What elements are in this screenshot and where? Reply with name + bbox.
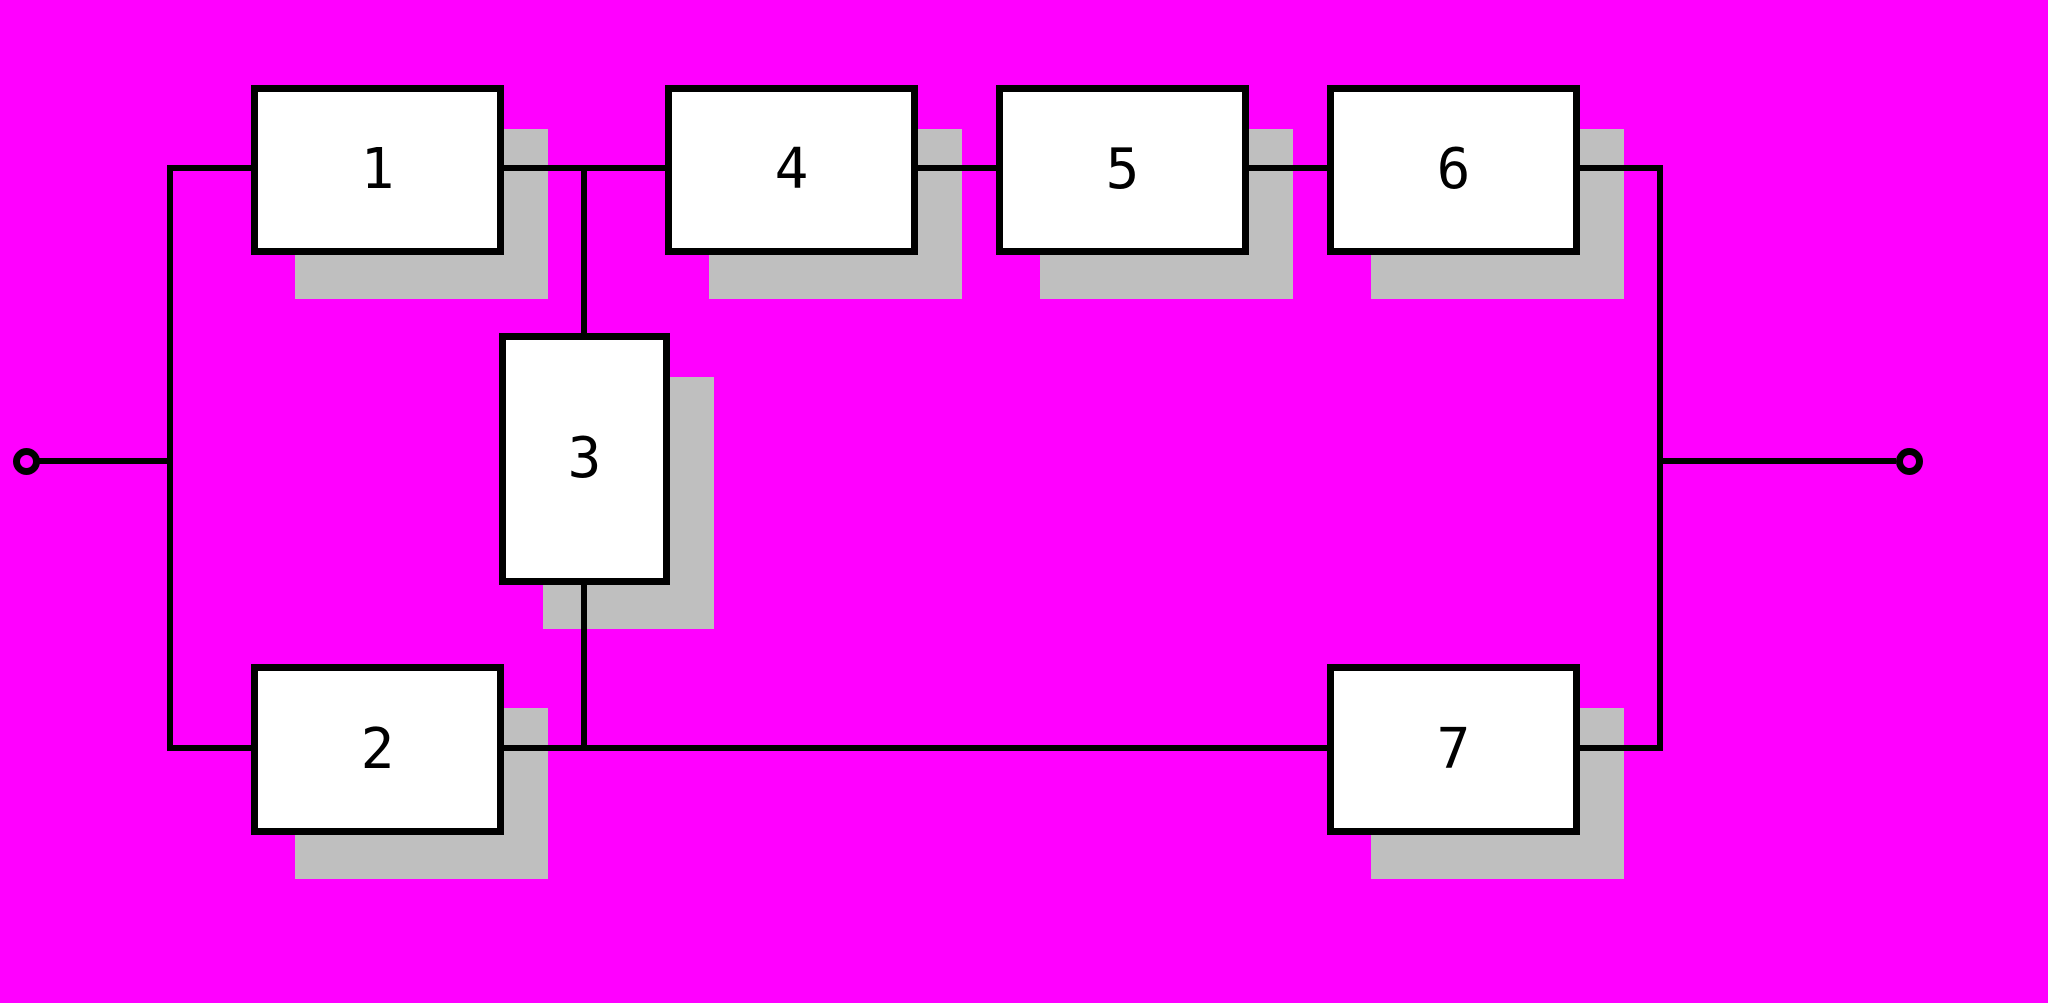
- block-3: 3: [499, 333, 670, 585]
- wire-block-5-to-block-6: [1248, 165, 1327, 171]
- wire-split-to-block-3-top: [581, 165, 587, 333]
- block-3-label: 3: [567, 426, 602, 491]
- block-6-label: 6: [1436, 137, 1471, 202]
- block-7: 7: [1327, 664, 1580, 835]
- wire-block-3-bottom-to-rail: [581, 585, 587, 751]
- wire-right-rail: [1657, 165, 1663, 751]
- wire-block-7-to-right-rail: [1580, 745, 1663, 751]
- wire-bottom-rail: [503, 745, 1327, 751]
- wire-block-4-to-block-5: [918, 165, 996, 171]
- block-4-label: 4: [774, 137, 809, 202]
- block-1: 1: [251, 85, 504, 255]
- block-2-label: 2: [360, 716, 395, 782]
- wire-block-6-to-right-rail: [1580, 165, 1663, 171]
- block-6: 6: [1327, 85, 1580, 255]
- block-1-label: 1: [360, 137, 395, 202]
- input-terminal: [13, 448, 40, 475]
- block-4: 4: [665, 85, 918, 255]
- block-2: 2: [251, 664, 504, 835]
- wire-left-rail: [167, 165, 173, 751]
- output-terminal: [1896, 448, 1923, 475]
- block-7-label: 7: [1436, 716, 1471, 782]
- wire-left-rail-to-block-2: [167, 745, 251, 751]
- wire-right-rail-to-output: [1657, 458, 1896, 464]
- wire-input-to-left-rail: [38, 458, 170, 464]
- block-5-label: 5: [1105, 137, 1140, 202]
- wire-left-rail-to-block-1: [167, 165, 251, 171]
- block-5: 5: [996, 85, 1249, 255]
